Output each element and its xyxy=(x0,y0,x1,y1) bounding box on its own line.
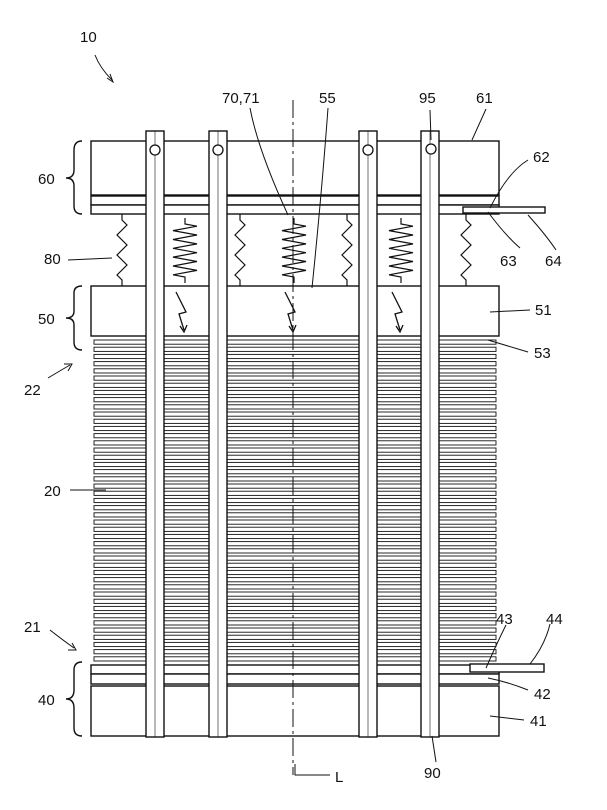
label-10: 10 xyxy=(80,29,97,46)
label-51: 51 xyxy=(535,302,552,319)
label-64: 64 xyxy=(545,253,562,270)
large-spring xyxy=(282,218,306,283)
large-spring xyxy=(173,218,197,283)
leader-10 xyxy=(95,55,112,80)
brace-40 xyxy=(66,662,82,736)
label-22: 22 xyxy=(24,382,41,399)
label-L: L xyxy=(335,769,343,786)
label-44: 44 xyxy=(546,611,563,628)
terminal-44 xyxy=(470,664,544,672)
large-spring xyxy=(389,218,413,283)
label-41: 41 xyxy=(530,713,547,730)
small-spring xyxy=(117,214,127,286)
leader-61 xyxy=(472,109,486,140)
label-61: 61 xyxy=(476,90,493,107)
label-20: 20 xyxy=(44,483,61,500)
leader-80 xyxy=(68,258,112,260)
label-60: 60 xyxy=(38,171,55,188)
leader-63 xyxy=(488,212,520,248)
pin xyxy=(363,145,373,155)
small-spring xyxy=(461,214,471,286)
terminal-64 xyxy=(463,207,545,213)
leader-21 xyxy=(50,630,74,648)
brace-60 xyxy=(66,141,82,214)
label-70-71: 70,71 xyxy=(222,90,260,107)
pin xyxy=(213,145,223,155)
leader-44 xyxy=(530,624,550,664)
label-95: 95 xyxy=(419,90,436,107)
small-spring xyxy=(235,214,245,286)
leader-22 xyxy=(48,365,70,378)
label-43: 43 xyxy=(496,611,513,628)
pin xyxy=(150,145,160,155)
label-90: 90 xyxy=(424,765,441,782)
label-53: 53 xyxy=(534,345,551,362)
pin xyxy=(426,144,436,154)
label-80: 80 xyxy=(44,251,61,268)
brace-50 xyxy=(66,286,82,350)
axis-leader xyxy=(295,764,330,775)
label-50: 50 xyxy=(38,311,55,328)
leader-90 xyxy=(432,736,436,762)
label-55: 55 xyxy=(319,90,336,107)
label-21: 21 xyxy=(24,619,41,636)
label-40: 40 xyxy=(38,692,55,709)
label-42: 42 xyxy=(534,686,551,703)
label-62: 62 xyxy=(533,149,550,166)
leader-64 xyxy=(528,215,556,250)
label-63: 63 xyxy=(500,253,517,270)
small-spring xyxy=(342,214,352,286)
